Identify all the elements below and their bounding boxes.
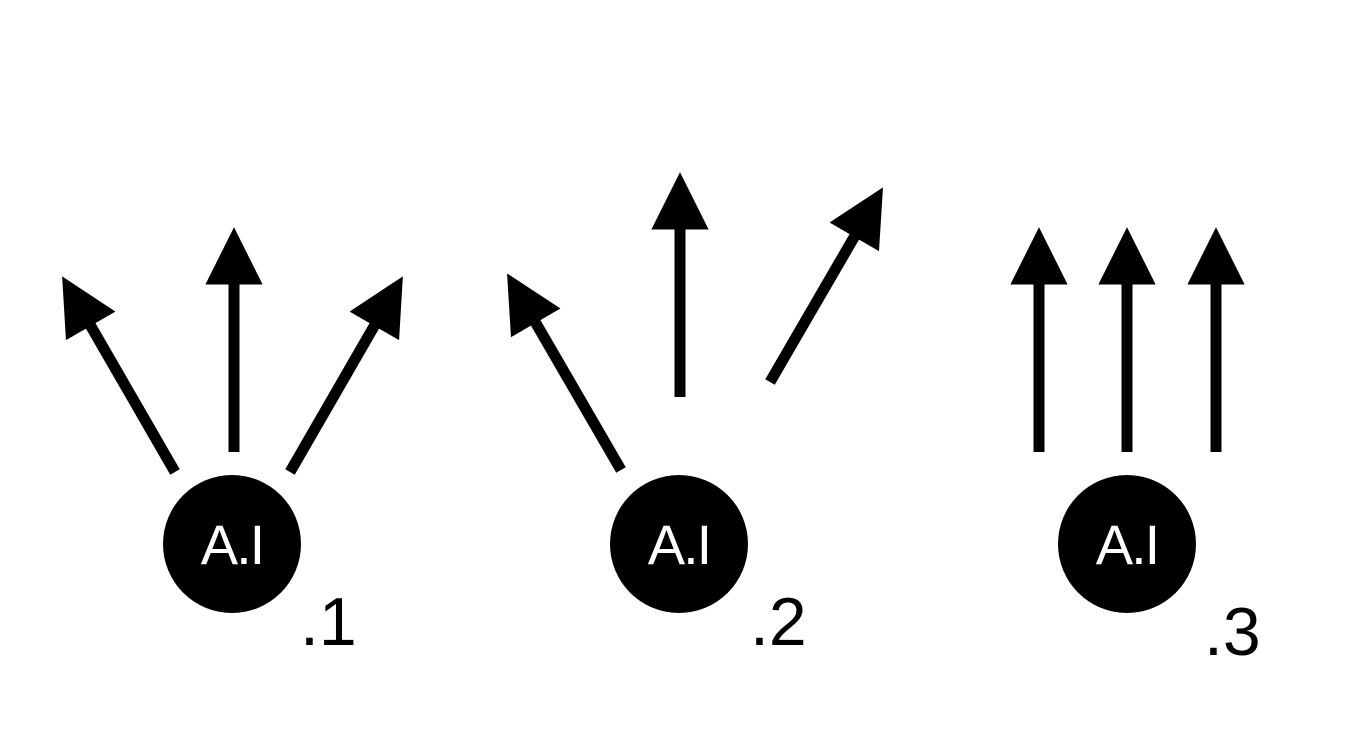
panel-2-arrows [507,172,883,473]
arrow-left [507,273,626,473]
arrow-right-detached [765,187,883,385]
arrow-left [62,276,180,475]
ai-node-circle [1058,475,1196,613]
panel-index-label: .2 [750,584,807,660]
panel-2: A.I .2 [507,172,883,660]
panel-3: A.I .3 [1010,227,1261,670]
arrow-right [285,276,403,475]
panel-1: A.I .1 [62,227,403,660]
ai-node-circle [610,475,748,613]
panel-1-arrows [62,227,403,475]
ai-node-label: A.I [201,513,263,576]
panel-index-label: .1 [300,584,357,660]
ai-node-circle [163,475,301,613]
ai-node-label: A.I [1096,513,1158,576]
panel-index-label: .3 [1204,594,1261,670]
ai-node-label: A.I [648,513,710,576]
panel-3-arrows [1010,227,1245,452]
